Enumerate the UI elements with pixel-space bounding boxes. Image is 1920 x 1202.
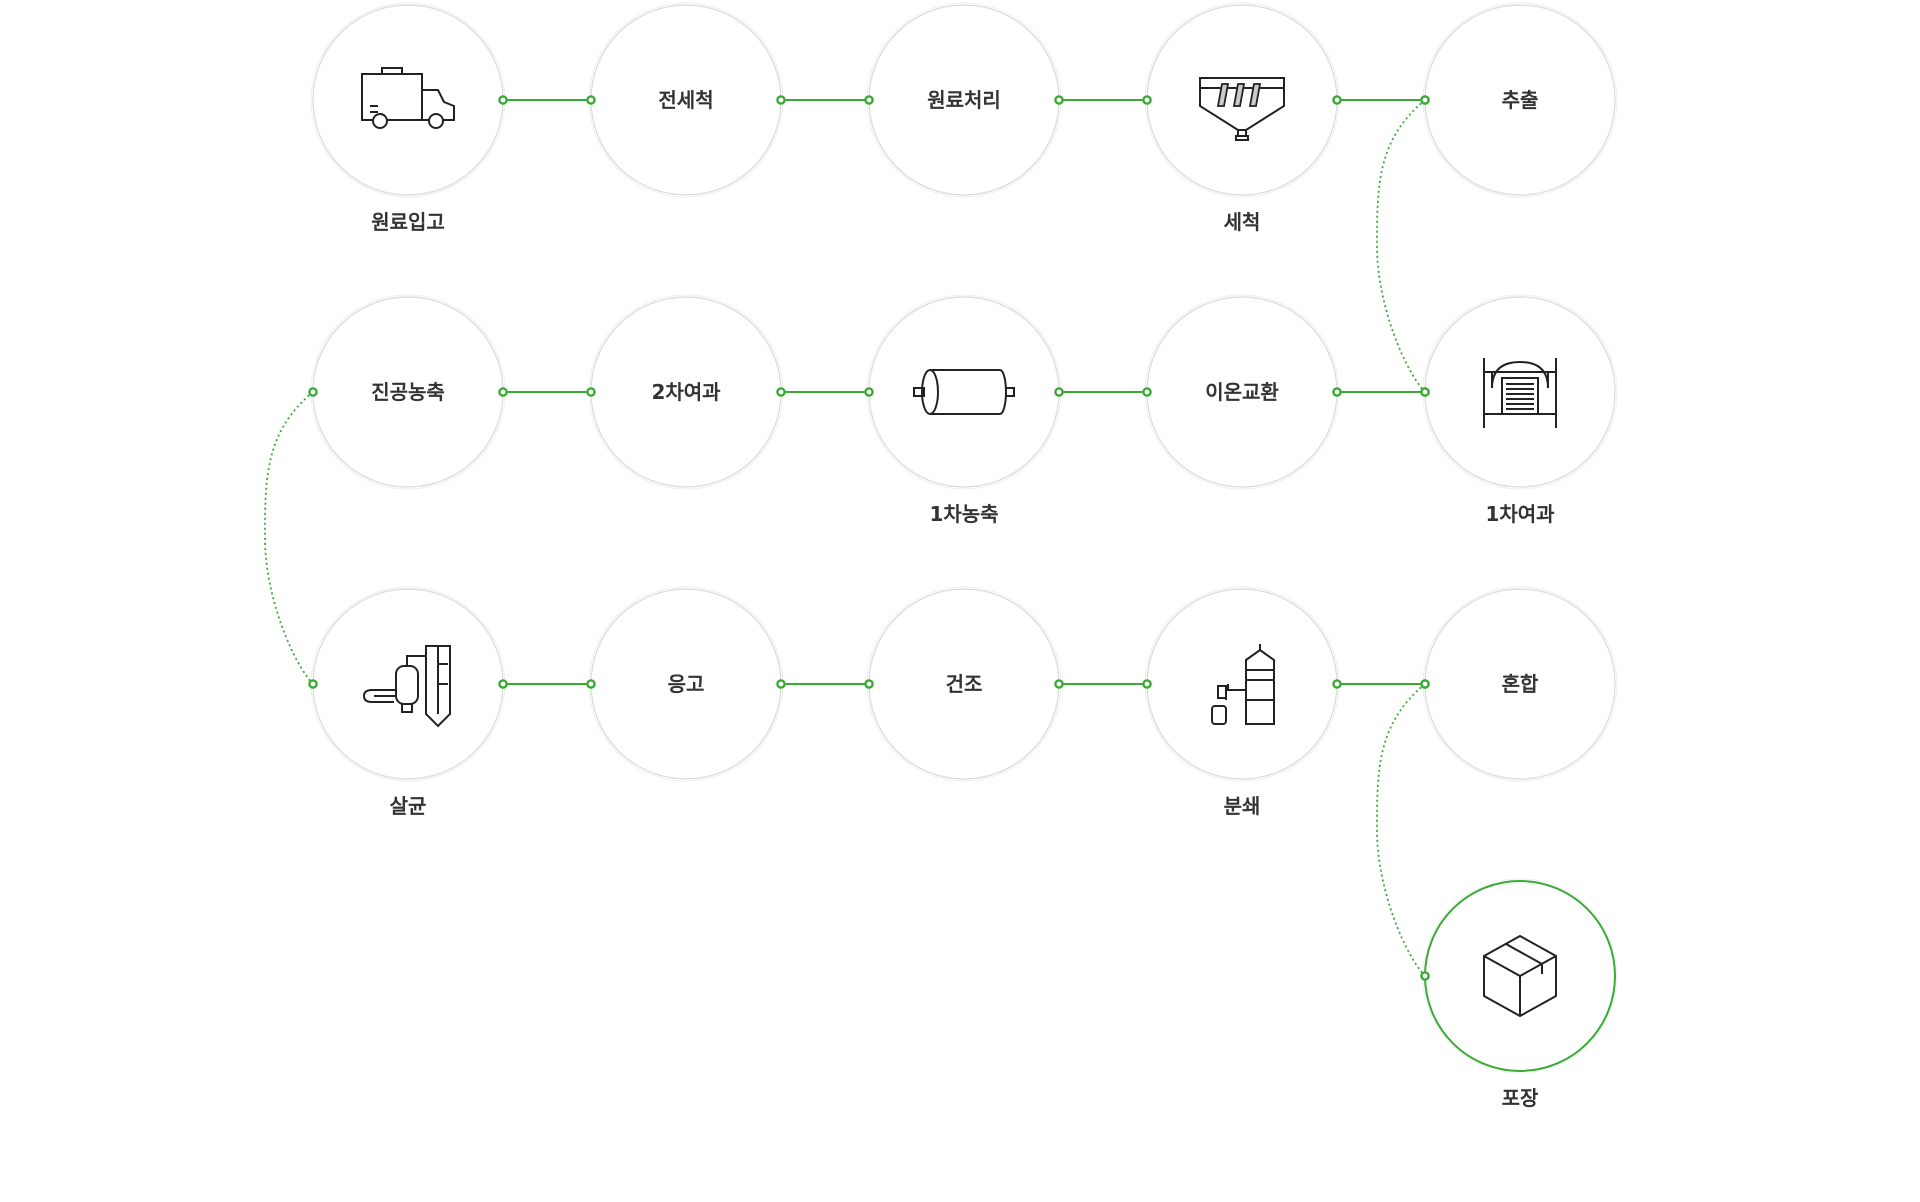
connector-dot [864,387,874,397]
connector-dot [1142,387,1152,397]
step-label: 살균 [390,794,427,818]
process-step: 혼합 [1422,586,1618,782]
step-label: 진공농축 [371,380,445,404]
connector-dot [1054,95,1064,105]
process-step: 진공농축 [310,294,506,490]
step-circle [312,4,504,196]
step-circle [312,588,504,780]
step-circle [1146,588,1338,780]
connector-dot [864,95,874,105]
connector-dotted [264,391,314,685]
step-circle [868,296,1060,488]
step-label: 원료처리 [927,88,1001,112]
connector-layer [264,99,1426,977]
connector-dot [1420,679,1430,689]
process-step: 응고 [588,586,784,782]
step-label: 응고 [668,672,705,696]
connector-dot [1332,387,1342,397]
step-label: 건조 [946,672,983,696]
connector-dot [1420,971,1430,981]
step-label: 2차여과 [651,380,721,404]
connector-dotted [1376,683,1426,977]
connector-dot [308,387,318,397]
process-step: 살균 [310,586,506,818]
step-label: 분쇄 [1224,794,1261,818]
connector-dot [498,387,508,397]
connector-dot [586,679,596,689]
step-label: 세척 [1224,210,1261,234]
connector-dot [776,387,786,397]
connector-dot [498,679,508,689]
connector-dot [776,679,786,689]
connector-dot [586,387,596,397]
process-step: 포장 [1422,878,1618,1110]
process-step: 분쇄 [1144,586,1340,818]
step-label: 1차여과 [1485,502,1555,526]
process-step: 이온교환 [1144,294,1340,490]
connector-dot [1054,387,1064,397]
connector-dot [1332,95,1342,105]
grinder-tower-icon [1211,644,1275,725]
step-label: 전세척 [658,88,713,112]
connector-dot [776,95,786,105]
connector-dot [586,95,596,105]
process-step: 원료처리 [866,2,1062,198]
step-label: 추출 [1502,88,1539,112]
connector-dot [1420,95,1430,105]
process-step: 세척 [1144,2,1340,234]
process-step: 1차여과 [1422,294,1618,526]
connector-dot [1054,679,1064,689]
process-step: 건조 [866,586,1062,782]
connector-dot [1142,679,1152,689]
step-label: 혼합 [1502,672,1539,696]
cylinder-tank-icon [913,369,1015,415]
connector-dot-layer [308,95,1430,981]
filter-press-icon [1483,358,1557,428]
connector-dot [1332,679,1342,689]
process-step: 원료입고 [310,2,506,234]
connector-dot [308,679,318,689]
connector-dot [498,95,508,105]
connector-dot [1420,387,1430,397]
washer-tank-icon [1199,77,1285,141]
sterilizer-icon [362,645,451,728]
step-label: 1차농축 [929,502,998,526]
step-label: 포장 [1502,1086,1539,1110]
process-step: 추출 [1422,2,1618,198]
connector-dotted [1376,99,1426,393]
step-label: 이온교환 [1205,380,1279,404]
step-circle [1424,296,1616,488]
step-label: 원료입고 [371,210,445,234]
box-icon [1483,935,1557,1017]
process-step: 전세척 [588,2,784,198]
process-step: 2차여과 [588,294,784,490]
connector-dot [1142,95,1152,105]
connector-dot [864,679,874,689]
truck-icon [361,67,455,129]
process-step: 1차농축 [866,294,1062,526]
